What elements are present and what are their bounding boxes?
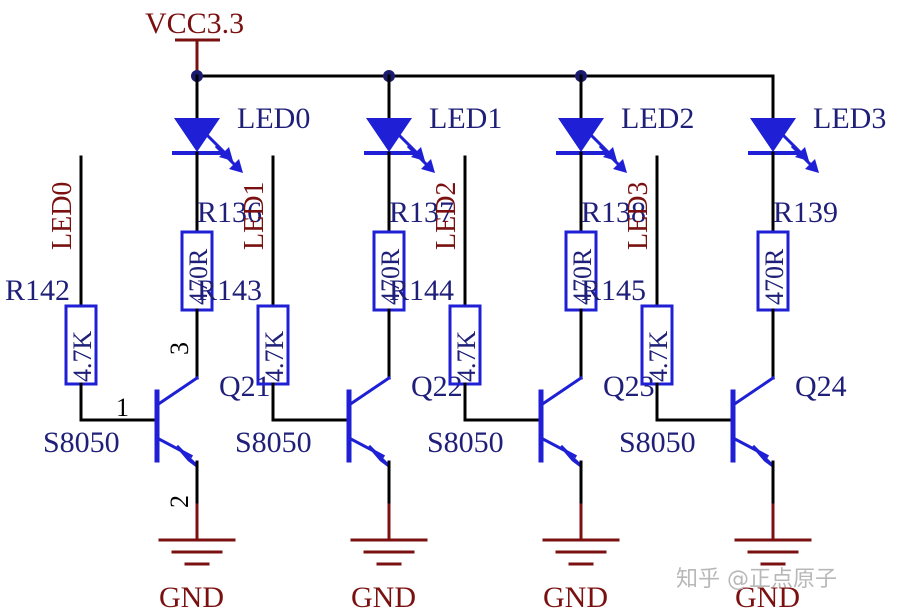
vcc-power-symbol: VCC3.3 <box>145 7 244 76</box>
transistor-part: S8050 <box>43 426 120 459</box>
pin-number: 3 <box>165 342 194 355</box>
led-designator: LED2 <box>621 102 694 135</box>
net-label: LED3 <box>623 182 654 250</box>
watermark: 知乎 @正点原子 <box>676 567 837 592</box>
vcc-label: VCC3.3 <box>145 7 244 40</box>
light-arrow <box>406 144 432 170</box>
base-resistor-value: 4.7K <box>452 331 481 383</box>
led-resistor-value: 470R <box>376 248 405 305</box>
emitter-arrow-icon <box>751 444 775 468</box>
light-arrow <box>790 144 816 170</box>
vcc-rail <box>191 70 772 82</box>
emitter-arrow-icon <box>559 444 583 468</box>
light-arrow <box>598 144 624 170</box>
light-arrow-head-icon <box>229 159 243 173</box>
led-resistor-designator: R139 <box>773 196 838 229</box>
transistor-designator: Q21 <box>219 370 271 403</box>
base-resistor-designator: R144 <box>389 274 454 307</box>
light-arrow-head-icon <box>421 159 435 173</box>
led-diode-icon <box>558 118 604 152</box>
transistor-collector <box>154 375 200 408</box>
transistor-collector <box>730 375 776 408</box>
led-resistor-designator: R137 <box>389 196 454 229</box>
transistor-part: S8050 <box>619 426 696 459</box>
net-label: LED1 <box>239 182 270 250</box>
transistor-collector <box>346 375 392 408</box>
led-diode-icon <box>366 118 412 152</box>
base-resistor-designator: R142 <box>5 274 70 307</box>
pin-number: 2 <box>165 495 194 508</box>
transistor-part: S8050 <box>427 426 504 459</box>
led-diode-icon <box>174 118 220 152</box>
led-resistor-designator: R138 <box>581 196 646 229</box>
led-resistor-value: 470R <box>184 248 213 305</box>
ground-label: GND <box>159 581 224 614</box>
led-diode-icon <box>750 118 796 152</box>
transistor-designator: Q23 <box>603 370 655 403</box>
emitter-arrow-icon <box>175 444 199 468</box>
led-designator: LED1 <box>429 102 502 135</box>
light-arrow-head-icon <box>613 159 627 173</box>
transistor-designator: Q22 <box>411 370 463 403</box>
base-resistor-value: 4.7K <box>644 331 673 383</box>
led-designator: LED3 <box>813 102 886 135</box>
base-resistor-designator: R143 <box>197 274 262 307</box>
base-resistor-designator: R145 <box>581 274 646 307</box>
emitter-arrow-icon <box>367 444 391 468</box>
net-label: LED0 <box>47 182 78 250</box>
transistor-part: S8050 <box>235 426 312 459</box>
pin-number: 1 <box>116 393 129 422</box>
light-arrow <box>214 144 240 170</box>
ground-label: GND <box>351 581 416 614</box>
led-resistor-value: 470R <box>760 248 789 305</box>
led-resistor-designator: R136 <box>197 196 262 229</box>
light-arrow-head-icon <box>805 159 819 173</box>
led-designator: LED0 <box>237 102 310 135</box>
net-label: LED2 <box>431 182 462 250</box>
transistor-collector <box>538 375 584 408</box>
base-resistor-value: 4.7K <box>260 331 289 383</box>
ground-label: GND <box>735 581 800 614</box>
transistor-designator: Q24 <box>795 370 847 403</box>
led-resistor-value: 470R <box>568 248 597 305</box>
ground-label: GND <box>543 581 608 614</box>
base-resistor-value: 4.7K <box>68 331 97 383</box>
